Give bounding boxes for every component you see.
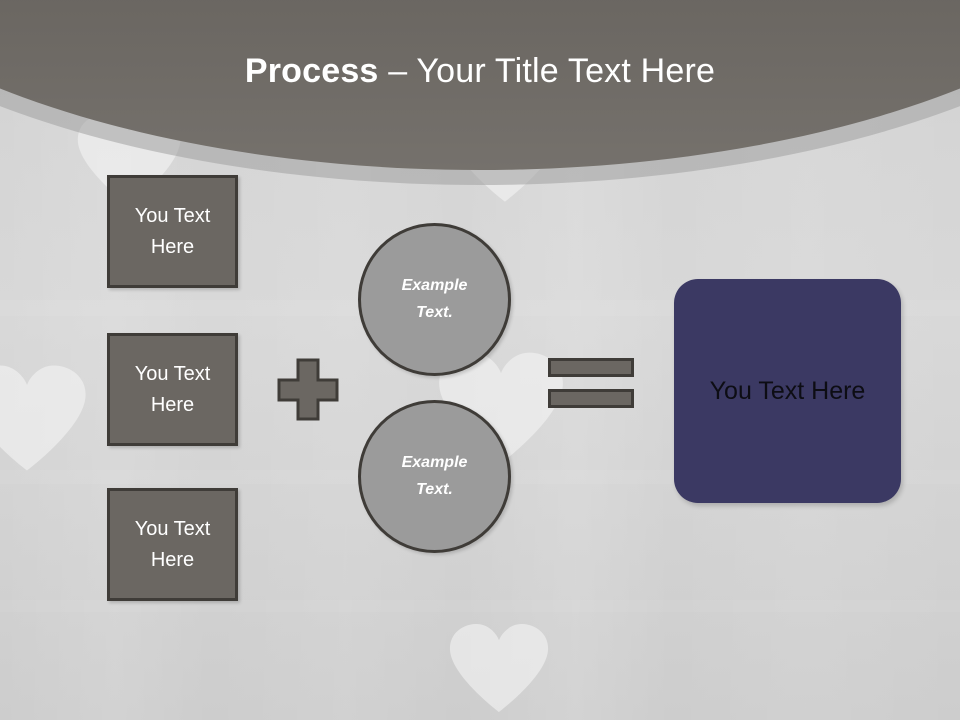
heart-icon xyxy=(440,622,558,714)
result-box-label: You Text Here xyxy=(709,376,866,405)
example-circle-1-label: Example Text. xyxy=(401,277,468,321)
input-box-1[interactable]: You Text Here xyxy=(107,175,238,288)
heart-icon xyxy=(0,355,88,481)
equals-bar-top xyxy=(548,358,634,377)
example-circle-2-label: Example Text. xyxy=(401,454,468,498)
equals-bar-bottom xyxy=(548,389,634,408)
input-box-3[interactable]: You Text Here xyxy=(107,488,238,601)
input-box-1-label: You Text Here xyxy=(134,204,211,258)
page-title-bold: Process xyxy=(244,52,379,90)
input-box-2-label: You Text Here xyxy=(134,362,211,416)
background-band-3 xyxy=(0,600,960,612)
title-band xyxy=(0,0,960,210)
page-title-separator: – xyxy=(378,52,417,90)
input-box-2[interactable]: You Text Here xyxy=(107,333,238,446)
plus-sign-icon xyxy=(277,358,339,421)
example-circle-1[interactable]: Example Text. xyxy=(358,223,511,376)
input-box-3-label: You Text Here xyxy=(134,517,211,571)
page-title: Process – Your Title Text Here xyxy=(0,52,960,91)
result-box[interactable]: You Text Here xyxy=(674,279,901,503)
equals-sign-icon xyxy=(548,358,634,408)
example-circle-2[interactable]: Example Text. xyxy=(358,400,511,553)
page-title-rest: Your Title Text Here xyxy=(416,52,716,90)
